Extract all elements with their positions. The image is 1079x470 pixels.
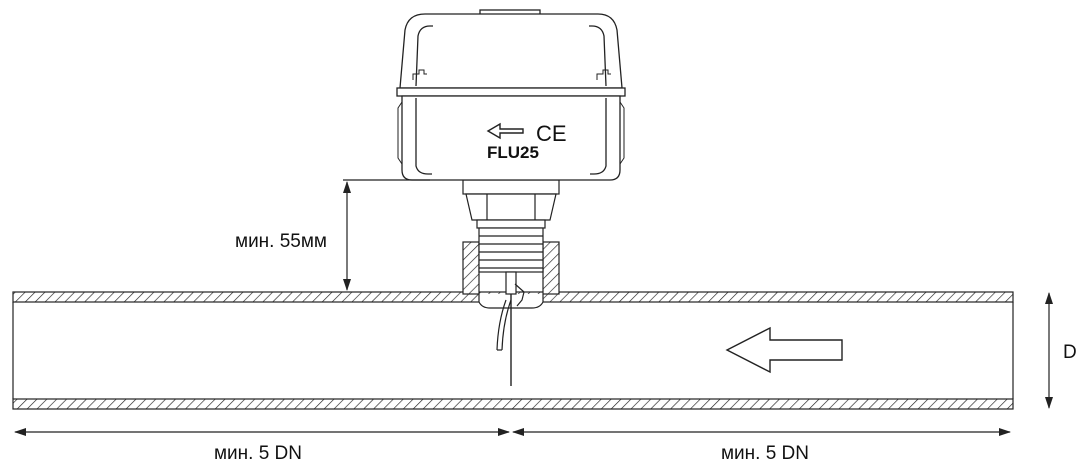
pipe-bottom-wall <box>12 398 1014 410</box>
housing-flange <box>396 87 626 97</box>
diameter-label: D <box>1063 342 1077 363</box>
housing-cover <box>399 13 623 89</box>
threaded-fitting <box>462 179 560 273</box>
right-distance-label: мин. 5 DN <box>721 443 809 464</box>
paddle <box>496 271 525 386</box>
min-height-label: мин. 55мм <box>235 231 327 252</box>
flow-arrow-icon <box>725 326 843 374</box>
housing-base <box>401 95 621 181</box>
device-model-label: FLU25 <box>487 143 539 162</box>
device-direction-arrow-icon <box>486 122 524 140</box>
min-height-dimension <box>343 179 430 291</box>
left-distance-label: мин. 5 DN <box>214 443 302 464</box>
switch-housing <box>396 9 626 181</box>
ce-mark: CE <box>536 121 567 146</box>
pipe <box>12 291 1014 410</box>
